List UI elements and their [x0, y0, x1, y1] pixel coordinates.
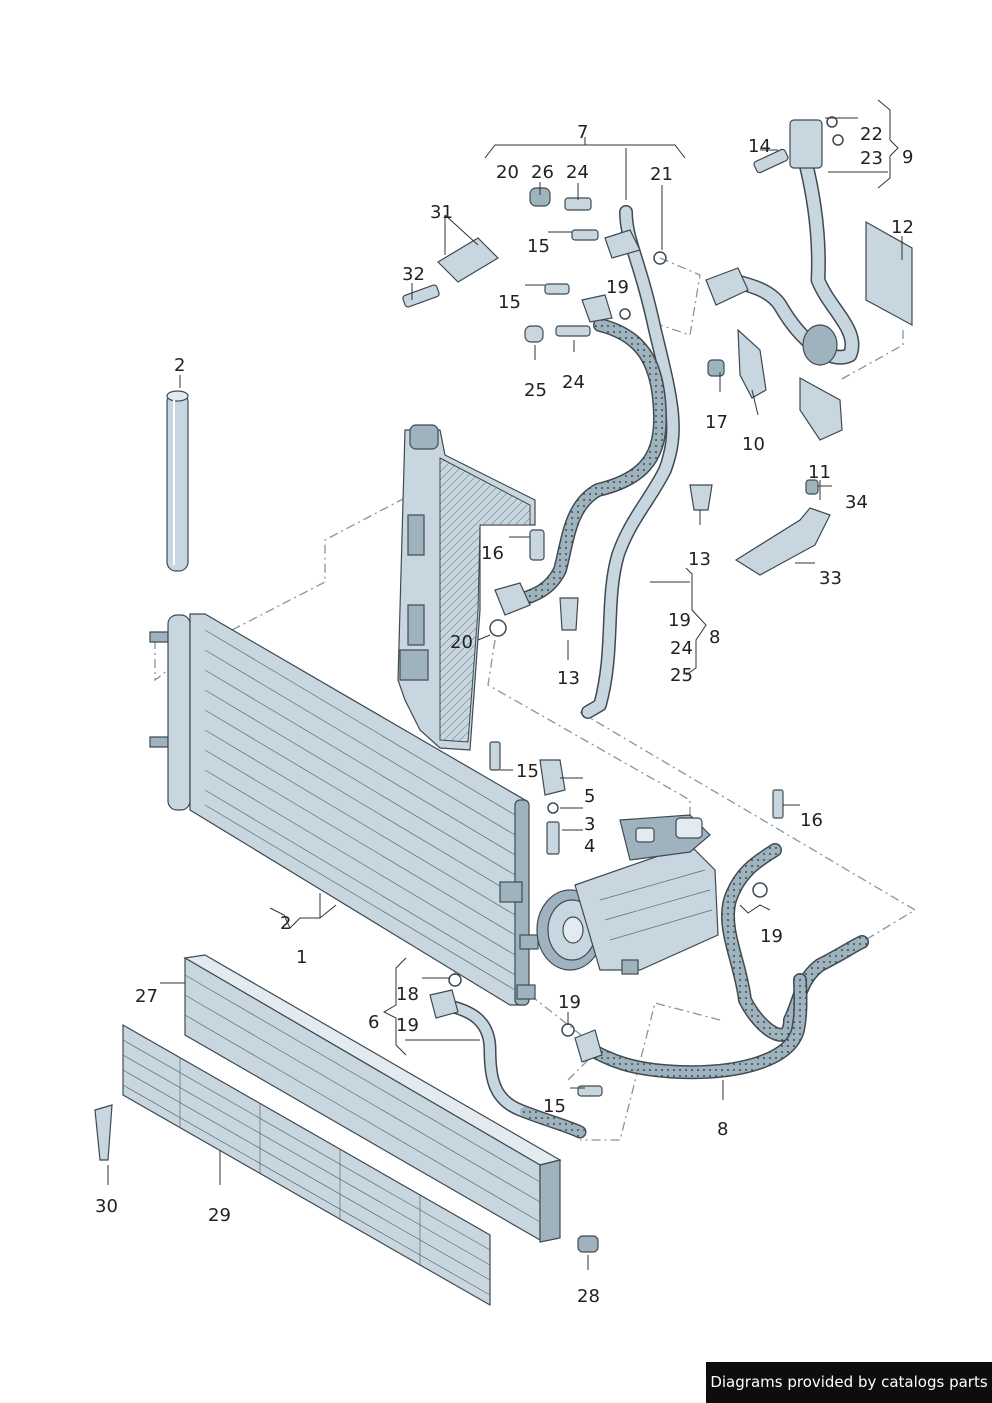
receiver-drier-tube: [166, 390, 189, 572]
air-guide: [183, 954, 562, 1243]
callout-23: 23: [860, 148, 883, 169]
callout-15: 15: [516, 761, 539, 782]
refrigerant-line-6: [429, 989, 587, 1139]
callout-16: 16: [800, 810, 823, 831]
callout-13: 13: [557, 668, 580, 689]
callout-17: 17: [705, 412, 728, 433]
callout-3: 3: [584, 814, 595, 835]
ac-compressor: [536, 814, 719, 975]
callout-7: 7: [577, 122, 588, 143]
callout-16: 16: [481, 543, 504, 564]
callout-29: 29: [208, 1205, 231, 1226]
small-parts: [94, 116, 913, 1253]
callout-2: 2: [280, 913, 291, 934]
refrigerant-line-upper: [494, 205, 680, 719]
callout-8: 8: [717, 1119, 728, 1140]
refrigerant-line-lower: [574, 843, 869, 1080]
callout-19: 19: [396, 1015, 419, 1036]
callout-11: 11: [808, 462, 831, 483]
leader-lines: [107, 99, 903, 1270]
callout-12: 12: [891, 217, 914, 238]
callout-9: 9: [902, 147, 913, 168]
callout-6: 6: [368, 1012, 379, 1033]
callout-15: 15: [543, 1096, 566, 1117]
callout-27: 27: [135, 986, 158, 1007]
callout-15: 15: [527, 236, 550, 257]
callout-31: 31: [430, 202, 453, 223]
callout-24: 24: [670, 638, 693, 659]
condenser: [149, 613, 539, 1006]
callout-24: 24: [562, 372, 585, 393]
callout-19: 19: [606, 277, 629, 298]
callout-25: 25: [670, 665, 693, 686]
callout-20: 20: [450, 632, 473, 653]
callout-19: 19: [668, 610, 691, 631]
footer-credit: Diagrams provided by catalogs parts: [706, 1362, 992, 1403]
callout-28: 28: [577, 1286, 600, 1307]
callout-22: 22: [860, 124, 883, 145]
grille: [122, 1023, 491, 1307]
callout-30: 30: [95, 1196, 118, 1217]
callout-18: 18: [396, 984, 419, 1005]
callout-10: 10: [742, 434, 765, 455]
radiator: [397, 424, 536, 751]
callout-25: 25: [524, 380, 547, 401]
callout-26: 26: [531, 162, 554, 183]
callout-33: 33: [819, 568, 842, 589]
callout-1: 1: [296, 947, 307, 968]
callout-5: 5: [584, 786, 595, 807]
callout-32: 32: [402, 264, 425, 285]
callout-24: 24: [566, 162, 589, 183]
callout-20: 20: [496, 162, 519, 183]
condenser-fins: [204, 629, 516, 991]
callout-13: 13: [688, 549, 711, 570]
callout-19: 19: [760, 926, 783, 947]
callout-14: 14: [748, 136, 771, 157]
callout-15: 15: [498, 292, 521, 313]
callout-8: 8: [709, 627, 720, 648]
callout-4: 4: [584, 836, 595, 857]
callout-21: 21: [650, 164, 673, 185]
callouts: 7 20 26 24 21 14 22 23 9 12 31 32 15 15 …: [95, 122, 914, 1307]
refrigerant-line-9: [705, 119, 860, 366]
callout-34: 34: [845, 492, 868, 513]
callout-2: 2: [174, 355, 185, 376]
callout-19: 19: [558, 992, 581, 1013]
